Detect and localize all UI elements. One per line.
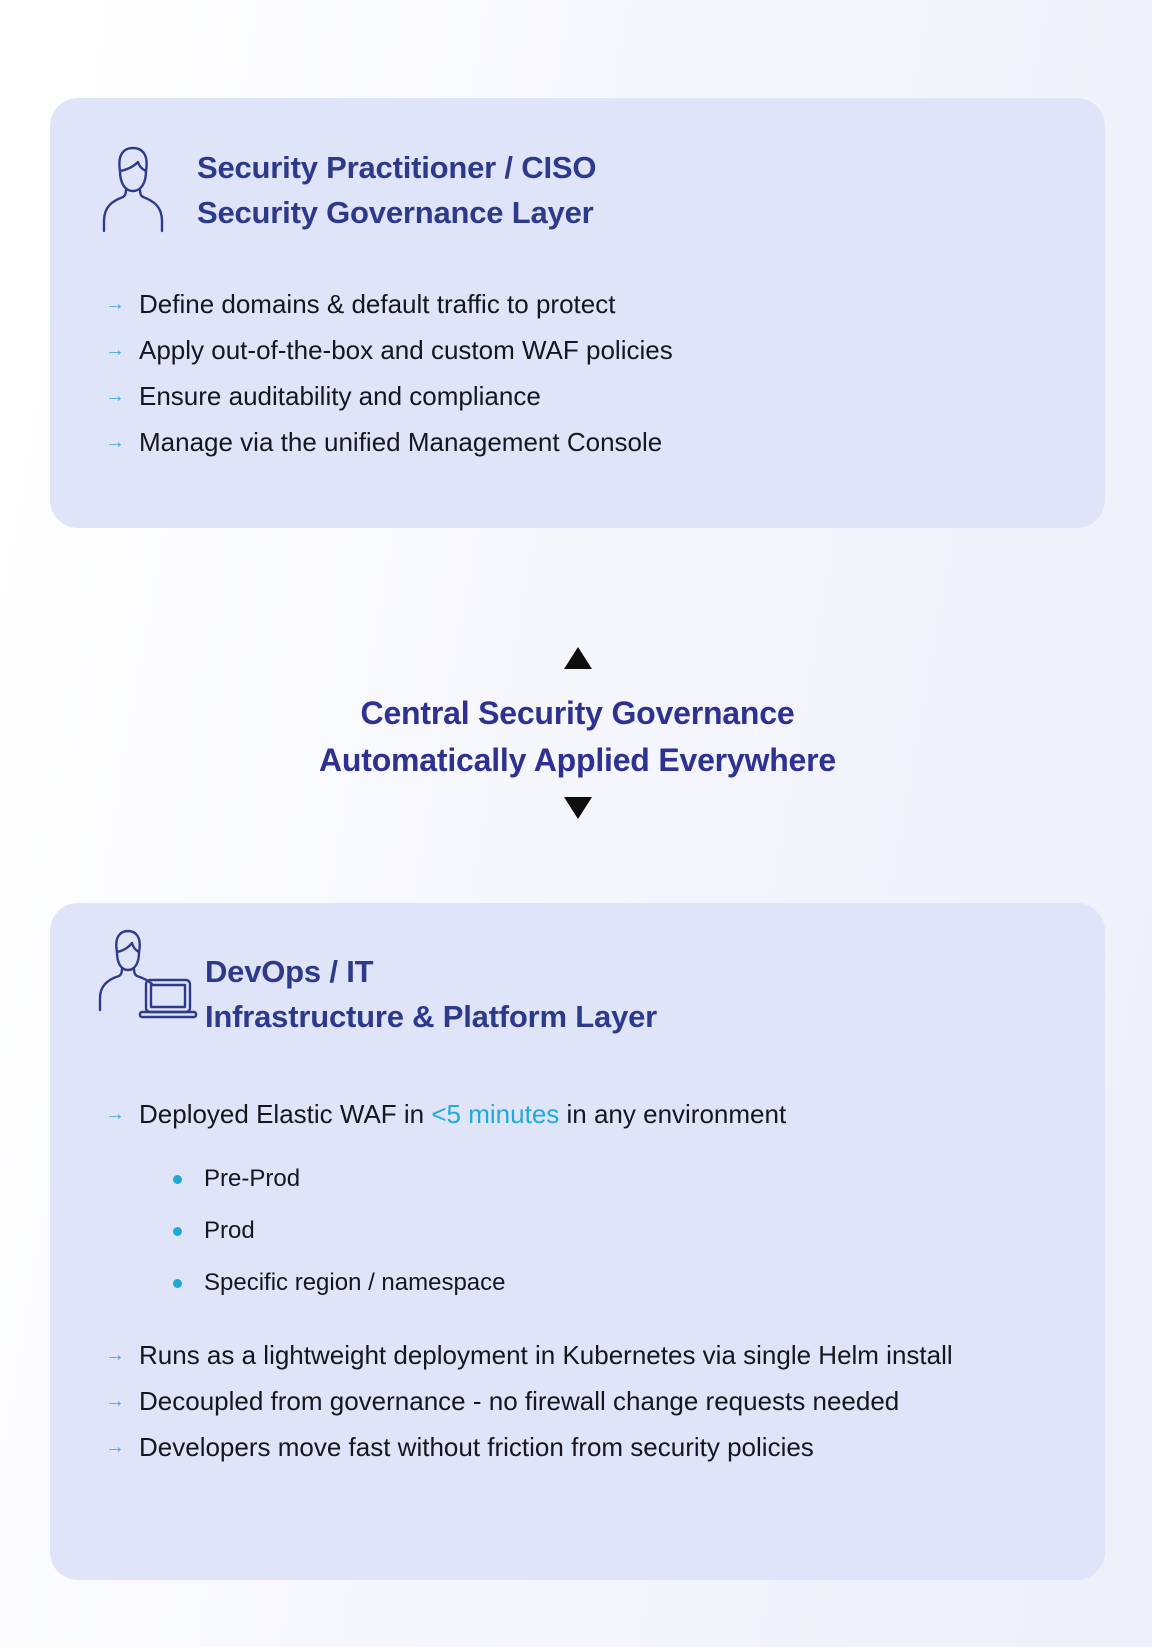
card-title-line2: Security Governance Layer [197,195,594,230]
connector-line2: Automatically Applied Everywhere [318,742,837,778]
bullet-item: → Define domains & default traffic to pr… [105,281,1065,327]
bullet-text-post: in any environment [559,1099,787,1129]
bullet-arrow-icon: → [105,1103,125,1125]
sub-bullet-text: Prod [204,1217,255,1244]
bullet-item: → Deployed Elastic WAF in <5 minutes in … [105,1091,1065,1137]
bullet-text: Deployed Elastic WAF in <5 minutes in an… [139,1091,786,1137]
governance-bullet-list: → Define domains & default traffic to pr… [105,281,1065,465]
devops-card-title: DevOps / IT Infrastructure & Platform La… [205,949,657,1039]
bullet-item: → Decoupled from governance - no firewal… [105,1378,1065,1424]
bullet-text: Runs as a lightweight deployment in Kube… [139,1340,953,1370]
sub-bullet-dot-icon [173,1278,182,1288]
bullet-text: Apply out-of-the-box and custom WAF poli… [139,335,673,365]
bullet-arrow-icon: → [105,385,125,407]
up-triangle-icon [563,647,592,669]
sub-bullet-text: Specific region / namespace [204,1269,506,1296]
person-laptop-icon [92,928,198,1022]
card-title-line1: DevOps / IT [205,954,374,989]
sub-bullet-item: Specific region / namespace [105,1257,1065,1309]
bullet-arrow-icon: → [105,339,125,361]
devops-bullet-list: → Deployed Elastic WAF in <5 minutes in … [105,1091,1065,1470]
bullet-text-highlight: <5 minutes [431,1099,560,1129]
bullet-arrow-icon: → [105,1390,125,1412]
bullet-item: → Developers move fast without friction … [105,1424,1065,1470]
bullet-arrow-icon: → [105,1344,125,1366]
devops-card: DevOps / IT Infrastructure & Platform La… [50,903,1105,1580]
bullet-text: Decoupled from governance - no firewall … [139,1386,900,1416]
governance-card: Security Practitioner / CISO Security Go… [50,98,1105,528]
bullet-text-pre: Deployed Elastic WAF in [139,1099,432,1129]
environment-sub-list: Pre-Prod Prod Specific region / namespac… [105,1153,1065,1309]
sub-bullet-dot-icon [173,1174,182,1184]
bullet-item: → Runs as a lightweight deployment in Ku… [105,1332,1065,1378]
sub-bullet-item: Pre-Prod [105,1153,1065,1205]
bullet-arrow-icon: → [105,1436,125,1458]
bullet-text: Ensure auditability and compliance [139,381,541,411]
bullet-text: Developers move fast without friction fr… [139,1432,814,1462]
bullet-item: → Apply out-of-the-box and custom WAF po… [105,327,1065,373]
down-triangle-icon [563,797,592,819]
bullet-item: → Manage via the unified Management Cons… [105,419,1065,465]
connector-block: Central Security Governance Automaticall… [50,647,1105,819]
card-title-line1: Security Practitioner / CISO [197,150,597,185]
card-title-line2: Infrastructure & Platform Layer [205,999,658,1034]
bullet-item: → Ensure auditability and compliance [105,373,1065,419]
connector-text: Central Security Governance Automaticall… [50,690,1105,784]
bullet-arrow-icon: → [105,293,125,315]
person-icon [100,143,166,233]
governance-card-title: Security Practitioner / CISO Security Go… [197,145,596,235]
bullet-text: Manage via the unified Management Consol… [139,427,663,457]
bullet-text: Define domains & default traffic to prot… [139,289,616,319]
connector-line1: Central Security Governance [360,695,795,731]
sub-bullet-text: Pre-Prod [204,1165,301,1192]
bullet-arrow-icon: → [105,431,125,453]
sub-bullet-item: Prod [105,1205,1065,1257]
sub-bullet-dot-icon [173,1226,182,1236]
